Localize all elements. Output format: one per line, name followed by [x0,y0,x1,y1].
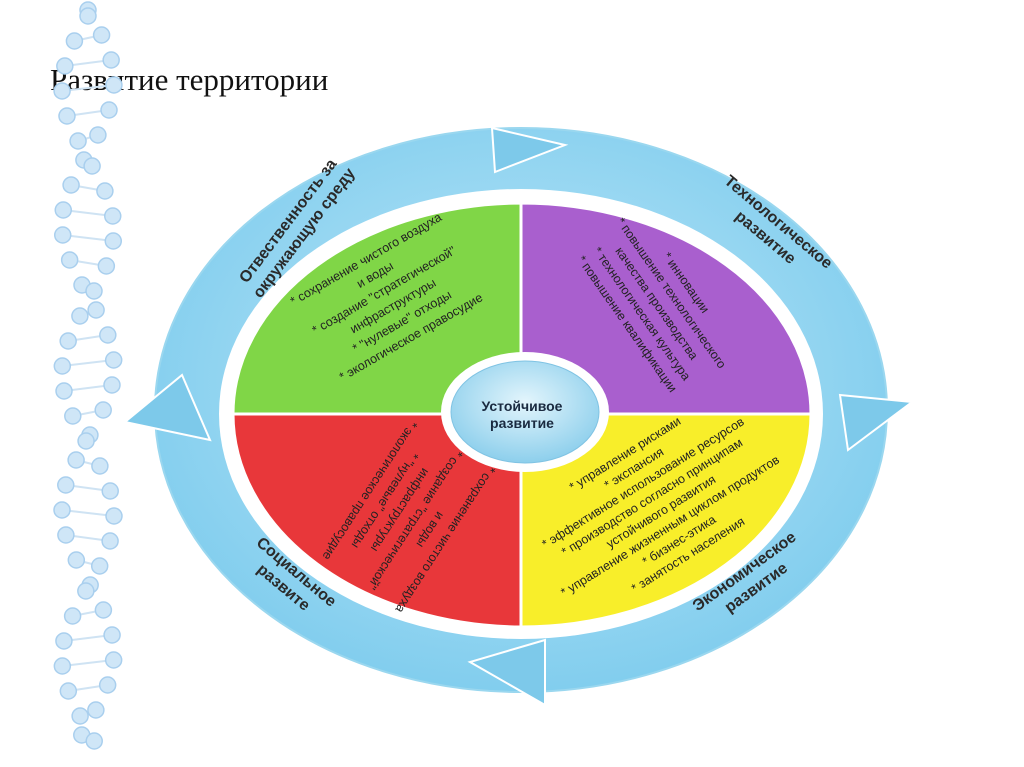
strand-atom [96,182,114,200]
arrow-top [490,126,569,174]
strand-atom [55,632,73,650]
molecule-strand-decoration [53,1,123,750]
strand-atom [94,601,113,619]
segment-green [231,201,523,416]
page-title: Развитие территории [50,62,329,97]
center-label-line2: развитие [490,415,554,431]
strand-atom [101,532,119,550]
strand-atom [103,626,121,644]
strand-atom [58,107,76,125]
strand-atom [85,732,103,750]
strand-atom [102,51,120,69]
segment-yellow [519,412,813,629]
strand-atom [77,432,95,450]
strand-atom [92,26,111,44]
strand-atom [97,257,116,275]
strand-atom [99,326,117,344]
strand-atom [53,82,71,100]
strand-atom [60,251,79,269]
strand-atom [79,7,97,25]
strand-atom [69,132,87,150]
strand-atom [62,176,80,194]
center-circle [450,360,600,464]
strand-atom [94,401,112,419]
strand-atom [91,457,109,475]
strand-atom [57,526,75,544]
strand-atom [53,657,72,675]
strand-atom [54,201,73,219]
arrow-bottom [467,638,546,707]
strand-atom [87,701,105,719]
strand-atom [55,382,73,400]
strand-atom [59,332,77,350]
strand-atom [90,557,109,575]
strand-atom [85,282,103,300]
strand-atom [89,126,107,144]
strand-atom [53,501,71,519]
strand-atom [56,57,74,75]
strand-atom [105,76,123,94]
strand-atom [67,551,86,569]
strand-atom [104,232,123,250]
strand-atom [53,226,72,244]
strand-atom [57,476,75,494]
strand-atom [67,451,85,469]
strand-atom [63,607,82,625]
strand-atom [53,357,72,375]
ring-arrows [122,126,915,707]
strand-atom [71,307,89,325]
strand-atom [104,651,123,669]
strand-atom [65,32,84,50]
segment-red [231,412,523,629]
strand-atom [71,707,89,725]
strand-atom [83,157,101,175]
segment-purple [519,201,813,416]
strand-atom [101,482,119,500]
strand-atom [104,351,123,369]
strand-atom [105,507,123,525]
strand-atom [64,407,82,425]
strand-atom [103,376,121,394]
strand-atom [87,301,105,319]
strand-atom [98,676,117,694]
strand-atom [77,582,95,600]
strand-atom [100,101,118,119]
strand-atom [103,207,122,225]
strand-atom [59,682,78,700]
center-label-line1: Устойчивое [482,398,563,414]
arrow-left [122,373,212,442]
arrow-right [838,393,915,452]
